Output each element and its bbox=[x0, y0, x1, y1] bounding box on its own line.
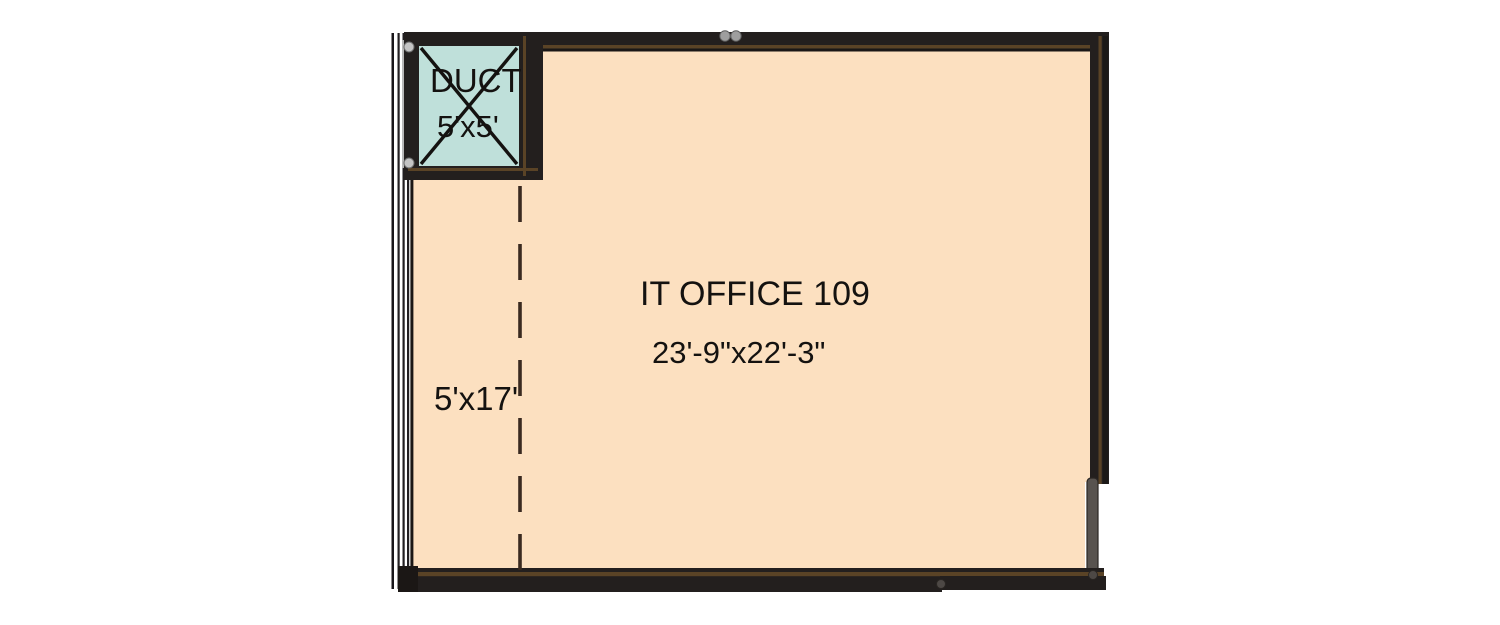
wall-left-layer-2 bbox=[397, 33, 400, 589]
duct-enclosure-brown-stripe-v bbox=[523, 36, 526, 176]
door-mark-icon-left[interactable] bbox=[719, 30, 731, 42]
wall-left-layer-5 bbox=[410, 33, 414, 589]
room-dimensions-label: 23'-9"x22'-3" bbox=[652, 335, 825, 370]
wall-bottom-right-joint-icon bbox=[1088, 570, 1098, 580]
wall-right-outer-edge bbox=[1103, 36, 1108, 484]
wall-bottom-step-right bbox=[940, 576, 1106, 590]
wall-top-inner-edge bbox=[404, 49, 1106, 52]
duct-enclosure-brown-stripe-h bbox=[408, 168, 538, 171]
duct-shaft[interactable] bbox=[403, 32, 543, 180]
room-fill-it-office-109 bbox=[413, 42, 1093, 572]
duct-corner-node-top-icon bbox=[403, 41, 415, 53]
wall-left-layer-1 bbox=[391, 33, 394, 589]
wall-top[interactable] bbox=[404, 32, 1106, 52]
room-name-label: IT OFFICE 109 bbox=[640, 275, 870, 313]
wall-left-layer-4 bbox=[407, 33, 410, 589]
door-marks-top-wall[interactable] bbox=[719, 30, 742, 42]
duct-label: DUCT bbox=[430, 62, 522, 99]
wall-top-brown-stripe bbox=[404, 45, 1106, 49]
duct-dimensions: 5'x5' bbox=[437, 109, 499, 144]
wall-left-layer-3 bbox=[402, 33, 405, 589]
wall-bottom-step-left bbox=[404, 580, 942, 592]
duct-corner-node-bottom-icon bbox=[403, 157, 415, 169]
wall-bottom[interactable] bbox=[398, 566, 1106, 592]
wall-bottom-step-joint-icon bbox=[936, 579, 946, 589]
room-it-office-109[interactable] bbox=[413, 42, 1093, 572]
wall-right[interactable] bbox=[1086, 32, 1109, 581]
wall-bottom-brown-stripe bbox=[404, 572, 1104, 577]
door-mark-icon-right[interactable] bbox=[730, 30, 742, 42]
duct-cross-line-b bbox=[419, 46, 519, 166]
wall-bottom-left-corner-cap bbox=[398, 566, 418, 592]
corridor-zone-dimensions: 5'x17' bbox=[434, 380, 518, 417]
wall-right-lower-return bbox=[1086, 477, 1099, 581]
wall-right-brown-stripe bbox=[1098, 36, 1102, 484]
